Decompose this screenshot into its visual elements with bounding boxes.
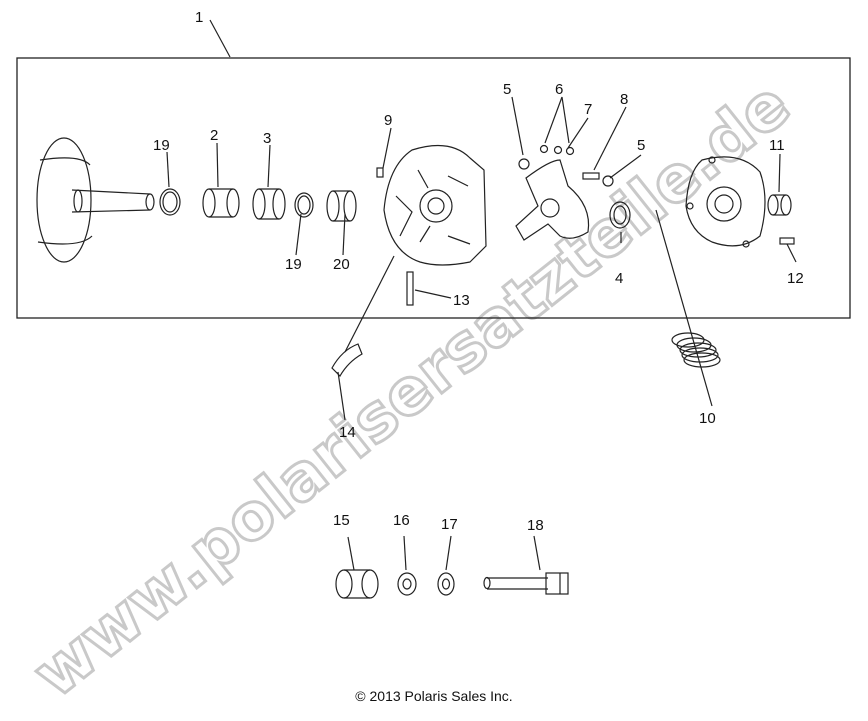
callout-14: 14: [339, 424, 356, 441]
callout-17: 17: [441, 516, 458, 533]
part-screw-9: [376, 167, 384, 178]
callout-9: 9: [384, 112, 392, 129]
callout-2: 2: [210, 127, 218, 144]
callout-19a: 19: [153, 137, 170, 154]
callout-20: 20: [333, 256, 350, 273]
callout-4: 4: [615, 270, 623, 287]
part-spacer-15: [335, 569, 379, 599]
callout-7: 7: [584, 101, 592, 118]
callout-11: 11: [769, 137, 785, 154]
callout-3: 3: [263, 130, 271, 147]
part-ring-19b: [294, 192, 314, 218]
assembly-frame: [16, 57, 851, 319]
callout-16: 16: [393, 512, 410, 529]
part-pin-13: [406, 271, 414, 306]
part-roller-5b: [602, 175, 614, 187]
callout-13: 13: [453, 292, 470, 309]
part-spider: [515, 159, 590, 241]
part-ring-19a: [159, 188, 181, 216]
part-pin-8: [582, 172, 600, 180]
callout-8: 8: [620, 91, 628, 108]
part-washer-16: [397, 572, 417, 596]
callout-19b: 19: [285, 256, 302, 273]
callout-18: 18: [527, 517, 544, 534]
part-ring-4: [609, 201, 631, 229]
part-roller-5a: [518, 158, 530, 170]
part-bushing-3: [252, 188, 286, 220]
part-screw-12: [779, 237, 795, 245]
callout-1: 1: [195, 9, 203, 26]
part-bushing-11: [767, 194, 792, 216]
part-button-6a: [539, 144, 549, 154]
part-bolt-18: [483, 572, 569, 595]
part-weight-14: [331, 343, 363, 377]
callout-6: 6: [555, 81, 563, 98]
part-movable-sheave: [383, 144, 487, 266]
part-washer-17: [437, 572, 455, 596]
part-spring-10: [671, 332, 721, 368]
copyright-text: © 2013 Polaris Sales Inc.: [355, 688, 513, 704]
part-bushing-2: [202, 188, 240, 218]
callout-5b: 5: [637, 137, 645, 154]
callout-10: 10: [699, 410, 716, 427]
callout-15: 15: [333, 512, 350, 529]
part-cover: [685, 156, 766, 248]
callout-labels: 1 2 3 4 5 5 6 7 8 9 10 11 12 13 14 15 16…: [153, 9, 804, 534]
callout-5a: 5: [503, 81, 511, 98]
part-fixed-sheave: [36, 137, 155, 263]
part-bushing-20: [326, 190, 357, 222]
part-button-7: [565, 146, 575, 156]
watermark: www.polarisersatzteile.de: [18, 66, 805, 714]
callout-12: 12: [787, 270, 804, 287]
watermark-text: www.polarisersatzteile.de: [20, 68, 804, 713]
part-button-6b: [553, 145, 563, 155]
